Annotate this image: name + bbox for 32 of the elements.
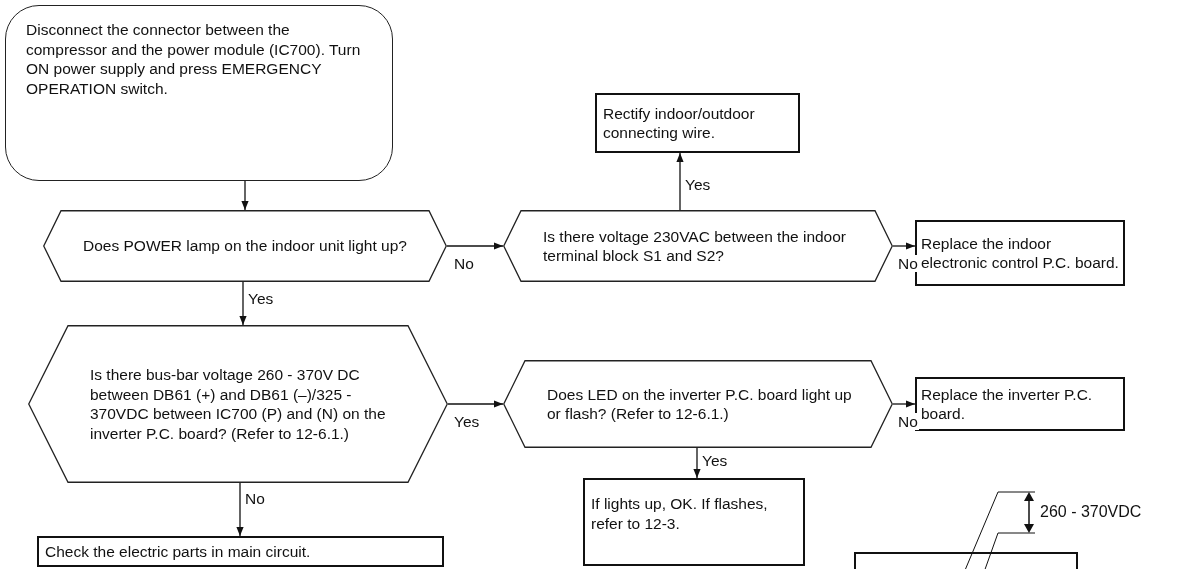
arrow [239,281,247,326]
start-box [5,5,393,181]
node-text: Is there bus-bar voltage 260 - 370V DC between DB61 (+) and DB61 (–)/325 - 370VDC between IC700 (P) and (N) on the inverter P.C. board? (Refer to 12-6.1.) [90,365,387,443]
node-text: Rectify indoor/outdoor connecting wire. [603,103,756,143]
node-text: Does POWER lamp on the indoor unit light up? [83,236,408,256]
node-text: Does LED on the inverter P.C. board light up or flash? (Refer to 12-6.1.) [547,384,853,424]
process-box [37,536,444,567]
node-text: Replace the indoor electronic control P.C. board. [921,233,1119,273]
decision-hexagon [28,325,448,483]
arrow [892,400,916,408]
arrow [676,152,684,211]
decision-hexagon [43,210,447,282]
node-text: Check the electric parts in main circuit. [45,541,312,562]
node-text: Disconnect the connector between the compressor and the power module (IC700). Turn ON power supply and press EMERGENCY OPERATION switch. [26,20,362,98]
arrow [892,242,916,250]
decision-hexagon [503,360,893,448]
process-box [595,93,800,153]
process-box [583,478,805,566]
arrow [693,447,701,479]
node-text: Replace the inverter P.C. board. [921,384,1094,424]
process-box [915,377,1125,431]
node-text: Is there voltage 230VAC between the indoor terminal block S1 and S2? [543,226,848,266]
dimension-label: 260 - 370VDC [1040,503,1142,521]
decision-hexagon [503,210,893,282]
arrow [447,400,504,408]
edge-label: No [897,255,919,272]
arrow [241,180,249,211]
arrow [236,482,244,537]
edge-label: No [897,413,919,430]
node-text: If lights up, OK. If flashes, refer to 12-3. [591,494,769,533]
process-box [915,220,1125,286]
arrow [446,242,504,250]
